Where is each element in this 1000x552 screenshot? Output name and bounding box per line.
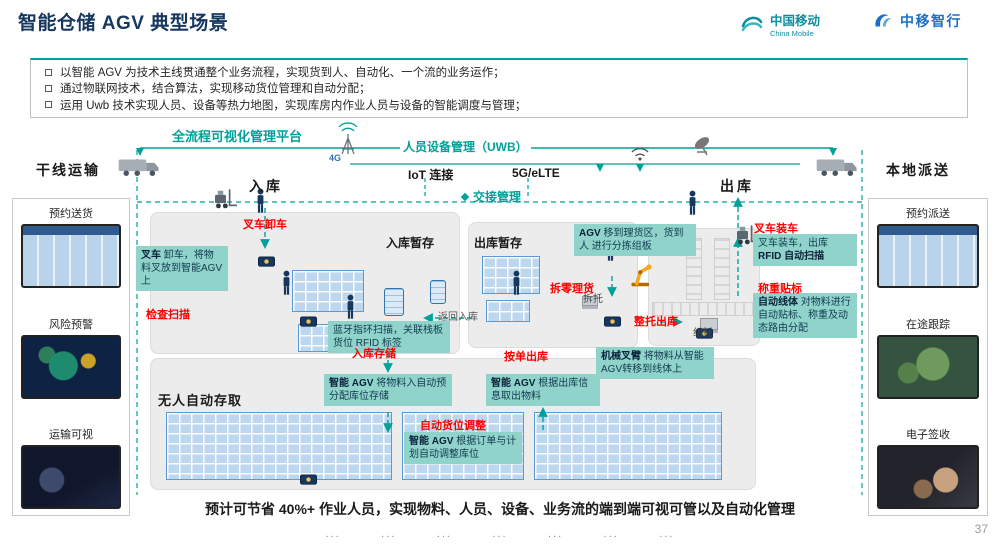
wifi-icon bbox=[631, 147, 649, 157]
panel-thumb: 在途跟踪 bbox=[877, 316, 979, 399]
storage-rack bbox=[482, 256, 540, 294]
4g-label: 4G bbox=[329, 153, 341, 163]
callout-line: 自动线体 对物料进行自动贴标、称重及动态路由分配 bbox=[753, 293, 857, 338]
dispatch-booking-screen bbox=[877, 224, 979, 288]
outbound-title: 出库 bbox=[720, 178, 754, 194]
bullet-text: 以智能 AGV 为技术主线贯通整个业务流程，实现货到人、自动化、一个流的业务运作… bbox=[60, 67, 505, 80]
callout-store: 智能 AGV 将物料入自动预分配库位存储 bbox=[324, 374, 452, 406]
local-delivery-title: 本地派送 bbox=[886, 162, 950, 178]
callout-arm: 机械叉臂 将物料从智能AGV转移到线体上 bbox=[596, 347, 714, 379]
thumb-label: 电子签收 bbox=[906, 429, 950, 441]
china-mobile-logo-icon bbox=[741, 16, 763, 32]
return-inbound-label: 返回入库 bbox=[438, 312, 478, 323]
partner-logo-icon bbox=[875, 14, 892, 27]
forklift-icon bbox=[215, 189, 237, 209]
depalletize-label: 拆托 bbox=[583, 294, 603, 305]
handover-label-wrap: 交接管理 bbox=[460, 188, 522, 205]
inbound-staging-label: 入库暂存 bbox=[386, 236, 435, 250]
checkbox-icon bbox=[45, 84, 52, 92]
local-delivery-panel: 预约派送 在途跟踪 电子签收 bbox=[868, 198, 988, 516]
callout-adjust: 智能 AGV 根据订单与计划自动调整库位 bbox=[404, 432, 522, 464]
unmanned-storage-label: 无人自动存取 bbox=[158, 393, 243, 408]
trunk-transport-panel: 预约送货 风险预警 运输可视 bbox=[12, 198, 130, 516]
thumb-label: 在途跟踪 bbox=[906, 318, 950, 331]
step-tally: 拆零理货 bbox=[550, 283, 594, 295]
step-scan: 检查扫描 bbox=[146, 309, 190, 321]
panel-thumb: 预约送货 bbox=[21, 205, 121, 288]
palletize-label: 组托 bbox=[693, 328, 713, 339]
pallet-icon bbox=[582, 296, 598, 306]
checkbox-icon bbox=[45, 101, 52, 109]
e-signature-screen bbox=[877, 445, 979, 509]
diamond-icon bbox=[460, 192, 470, 201]
platform-label: 全流程可视化管理平台 bbox=[172, 129, 303, 144]
bullet-text: 通过物联网技术，结合算法，实现移动货位管理和自动分配； bbox=[60, 83, 371, 96]
uwb-label: 人员设备管理（UWB） bbox=[400, 138, 531, 155]
step-pallet-out: 整托出库 bbox=[634, 316, 678, 328]
transport-visibility-screen bbox=[21, 445, 121, 509]
page-number: 37 bbox=[974, 522, 988, 536]
storage-rack bbox=[534, 412, 722, 480]
bullet-item: 通过物联网技术，结合算法，实现移动货位管理和自动分配； bbox=[45, 80, 957, 96]
panel-thumb: 预约派送 bbox=[877, 205, 979, 288]
risk-alert-screen bbox=[21, 334, 121, 399]
outbound-staging-label: 出库暂存 bbox=[474, 236, 523, 250]
thumb-label: 预约派送 bbox=[906, 208, 950, 220]
step-unload: 叉车卸车 bbox=[243, 219, 287, 231]
footer-dots: ... ... ... ... ... ... ... bbox=[325, 528, 675, 540]
step-load: 叉车装车 bbox=[754, 223, 798, 235]
handover-label: 交接管理 bbox=[473, 190, 522, 204]
china-mobile-logo-cn: 中国移动 bbox=[770, 14, 821, 28]
thumb-label: 运输可视 bbox=[49, 429, 93, 441]
footer-summary: 预计可节省 40%+ 作业人员，实现物料、人员、设备、业务流的端到端可视可管以及… bbox=[205, 501, 795, 517]
callout-unload: 叉车 卸车，将物料叉放到智能AGV 上 bbox=[136, 246, 228, 291]
truck-icon bbox=[816, 159, 857, 176]
tablet-icon bbox=[384, 288, 404, 316]
bullet-item: 以智能 AGV 为技术主线贯通整个业务流程，实现货到人、自动化、一个流的业务运作… bbox=[45, 64, 957, 80]
delivery-booking-screen bbox=[21, 224, 121, 288]
5g-label: 5G/eLTE bbox=[512, 166, 560, 180]
partner-logo: 中移智行 bbox=[872, 10, 962, 32]
en-route-tracking-screen bbox=[877, 334, 979, 399]
storage-rack bbox=[292, 270, 364, 312]
satellite-icon bbox=[694, 137, 710, 156]
partner-logo-cn: 中移智行 bbox=[900, 13, 962, 29]
thumb-label: 风险预警 bbox=[49, 318, 93, 331]
callout-tally: AGV 移到理货区，货到人 进行分拣组板 bbox=[574, 224, 696, 256]
bullet-text: 运用 Uwb 技术实现人员、设备等热力地图，实现库房内作业人员与设备的智能调度与… bbox=[60, 99, 527, 112]
truck-icon bbox=[118, 159, 159, 176]
panel-thumb: 运输可视 bbox=[21, 426, 121, 509]
step-adjust: 自动货位调整 bbox=[420, 420, 486, 432]
summary-bullets: 以智能 AGV 为技术主线贯通整个业务流程，实现货到人、自动化、一个流的业务运作… bbox=[30, 58, 968, 118]
worker-icon bbox=[689, 190, 696, 215]
trunk-transport-title: 干线运输 bbox=[36, 162, 100, 178]
china-mobile-logo: 中国移动 China Mobile bbox=[740, 10, 820, 38]
phone-icon bbox=[430, 280, 446, 304]
antenna-4g-icon bbox=[338, 122, 358, 155]
inbound-title: 入库 bbox=[249, 178, 283, 194]
iot-label: IoT 连接 bbox=[408, 168, 454, 182]
wifi-icon-dot bbox=[638, 157, 642, 161]
thumb-label: 预约送货 bbox=[49, 208, 93, 220]
callout-bluetooth: 蓝牙指环扫描，关联栈板货位 RFID 标签 bbox=[328, 321, 450, 353]
step-pick: 按单出库 bbox=[504, 351, 548, 363]
storage-rack bbox=[166, 412, 392, 480]
panel-thumb: 电子签收 bbox=[877, 426, 979, 509]
china-mobile-logo-en: China Mobile bbox=[770, 29, 814, 38]
checkbox-icon bbox=[45, 68, 52, 76]
callout-pick: 智能 AGV 根据出库信息取出物料 bbox=[486, 374, 600, 406]
conveyor-line bbox=[714, 238, 730, 300]
page-title: 智能仓储 AGV 典型场景 bbox=[18, 13, 229, 34]
step-store: 入库存储 bbox=[352, 348, 396, 360]
step-weigh: 称重贴标 bbox=[758, 283, 802, 295]
bullet-item: 运用 Uwb 技术实现人员、设备等热力地图，实现库房内作业人员与设备的智能调度与… bbox=[45, 97, 957, 113]
callout-load: 叉车装车，出库 RFID 自动扫描 bbox=[753, 234, 857, 266]
storage-rack bbox=[486, 300, 530, 322]
panel-thumb: 风险预警 bbox=[21, 316, 121, 399]
